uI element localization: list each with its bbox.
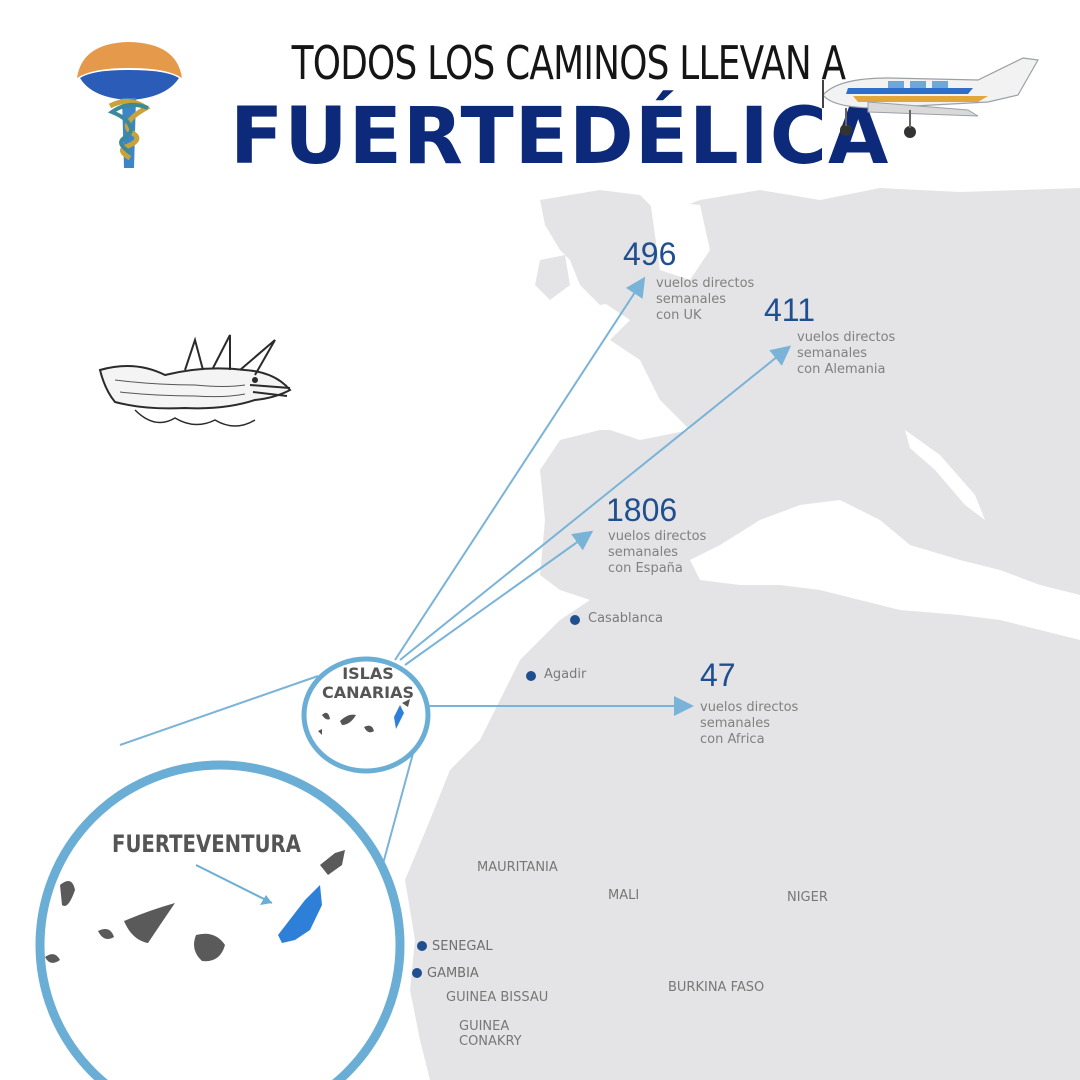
- biscay: [610, 380, 690, 440]
- island-fuerteventura: [278, 885, 322, 943]
- mushroom-caduceus-icon: [77, 42, 182, 168]
- country-guinea-bissau: GUINEA BISSAU: [446, 990, 549, 1005]
- country-burkina-faso: BURKINA FASO: [668, 980, 765, 995]
- city-dot-senegal: [417, 941, 427, 951]
- canary-islands-small-circle: [301, 656, 431, 774]
- islas-canarias-label: ISLAS CANARIAS: [321, 664, 415, 702]
- stat-espana-desc: vuelos directos semanales con España: [608, 529, 707, 576]
- city-dot-agadir: [526, 671, 536, 681]
- fuerteventura-label: FUERTEVENTURA: [112, 830, 301, 858]
- stat-alemania-desc: vuelos directos semanales con Alemania: [797, 330, 896, 377]
- island-la-palma: [60, 881, 75, 906]
- zoom-connector-top: [119, 675, 319, 746]
- city-label-gambia: GAMBIA: [427, 966, 479, 981]
- island-tenerife: [124, 903, 175, 943]
- stat-uk-desc: vuelos directos semanales con UK: [656, 276, 755, 323]
- canary-islands-zoom-circle: [35, 760, 405, 1080]
- island-el-hierro: [45, 954, 60, 963]
- city-dot-casablanca: [570, 615, 580, 625]
- island-gran-canaria: [194, 933, 225, 962]
- stat-africa-desc: vuelos directos semanales con Africa: [700, 700, 799, 747]
- island-lanzarote: [320, 850, 345, 875]
- adriatic: [905, 430, 985, 520]
- city-label-agadir: Agadir: [544, 667, 587, 682]
- country-mali: MALI: [608, 888, 640, 903]
- stat-espana-value: 1806: [606, 492, 678, 528]
- city-label-senegal: SENEGAL: [432, 939, 493, 954]
- headline-line2: FUERTEDÉLICA: [230, 92, 890, 182]
- route-uk: [394, 276, 646, 661]
- route-espana: [404, 530, 594, 666]
- ireland: [535, 255, 570, 300]
- mediterranean-sea: [690, 500, 1080, 640]
- north-sea: [650, 200, 710, 280]
- landmass: [405, 188, 1080, 1080]
- italy: [880, 420, 975, 540]
- country-mauritania: MAURITANIA: [477, 860, 558, 875]
- route-alemania: [399, 345, 792, 661]
- city-label-casablanca: Casablanca: [588, 611, 663, 626]
- country-niger: NIGER: [787, 890, 828, 905]
- stat-alemania-value: 411: [764, 292, 816, 328]
- stat-africa-value: 47: [700, 657, 736, 693]
- small-airplane-icon: [822, 57, 1039, 138]
- island-la-gomera: [98, 929, 114, 939]
- city-dot-gambia: [412, 968, 422, 978]
- stat-uk-value: 496: [623, 236, 677, 272]
- sea-monster-engraving-icon: [98, 334, 292, 427]
- headline-line1: TODOS LOS CAMINOS LLEVAN A: [291, 36, 846, 90]
- country-guinea-conakry: GUINEA CONAKRY: [459, 1019, 522, 1049]
